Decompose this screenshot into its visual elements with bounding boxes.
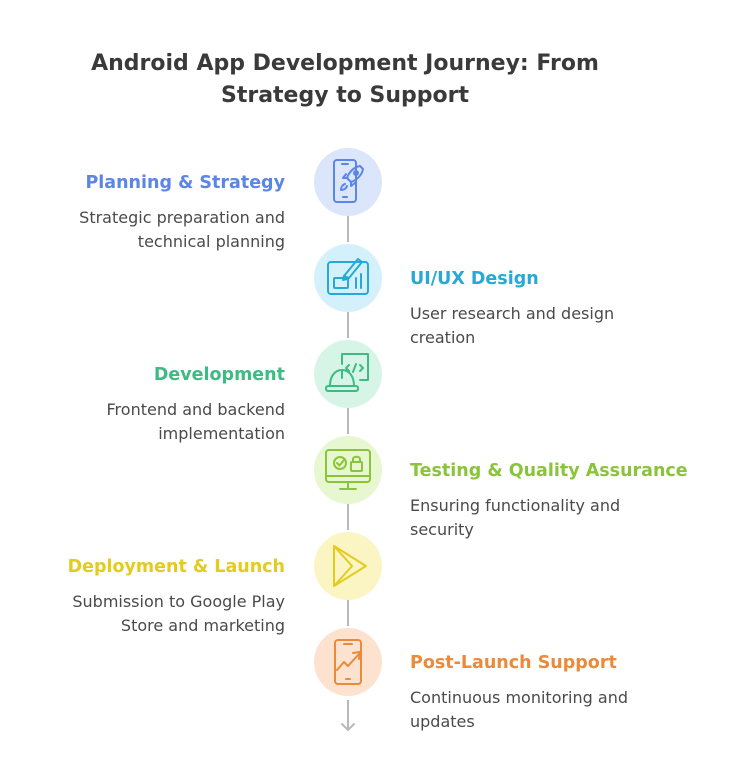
play-store-icon bbox=[333, 545, 367, 587]
desc-line: technical planning bbox=[137, 232, 285, 251]
desc-line: Strategic preparation and bbox=[79, 208, 285, 227]
step-circle-uiux bbox=[314, 244, 382, 312]
desc-line: updates bbox=[410, 712, 475, 731]
connector-line bbox=[347, 408, 349, 434]
phone-growth-chart-icon bbox=[334, 639, 362, 685]
step-desc-uiux: User research and design creation bbox=[410, 302, 614, 350]
desc-line: Store and marketing bbox=[120, 616, 285, 635]
monitor-check-lock-icon bbox=[325, 449, 371, 490]
desc-line: implementation bbox=[158, 424, 285, 443]
step-title-testing: Testing & Quality Assurance bbox=[410, 461, 688, 481]
step-title-post-launch: Post-Launch Support bbox=[410, 653, 617, 673]
connector-line bbox=[347, 504, 349, 530]
desc-line: creation bbox=[410, 328, 476, 347]
step-circle-testing bbox=[314, 436, 382, 504]
step-desc-development: Frontend and backend implementation bbox=[107, 398, 285, 446]
step-title-development: Development bbox=[153, 365, 285, 385]
connector-line bbox=[347, 312, 349, 338]
step-circle-development bbox=[314, 340, 382, 408]
design-tablet-icon bbox=[327, 258, 369, 295]
down-arrow-icon bbox=[341, 700, 355, 731]
title-line-2: Strategy to Support bbox=[220, 83, 469, 108]
step-title-uiux: UI/UX Design bbox=[410, 269, 539, 289]
step-title-planning: Planning & Strategy bbox=[85, 173, 285, 193]
desc-line: security bbox=[410, 520, 474, 539]
step-circle-post-launch bbox=[314, 628, 382, 696]
phone-rocket-icon bbox=[333, 159, 364, 203]
title-line-1: Android App Development Journey: From bbox=[91, 51, 599, 76]
desc-line: Ensuring functionality and bbox=[410, 496, 621, 515]
step-title-deployment: Deployment & Launch bbox=[67, 557, 285, 577]
code-helmet-icon bbox=[325, 353, 369, 392]
step-desc-planning: Strategic preparation and technical plan… bbox=[79, 206, 285, 254]
desc-line: Frontend and backend bbox=[106, 400, 285, 419]
step-circle-planning bbox=[314, 148, 382, 216]
step-desc-testing: Ensuring functionality and security bbox=[410, 494, 620, 542]
desc-line: User research and design bbox=[410, 304, 615, 323]
desc-line: Continuous monitoring and bbox=[410, 688, 628, 707]
diagram-title: Android App Development Journey: From St… bbox=[0, 48, 690, 112]
step-circle-deployment bbox=[314, 532, 382, 600]
connector-line bbox=[347, 600, 349, 626]
step-desc-post-launch: Continuous monitoring and updates bbox=[410, 686, 628, 734]
connector-line bbox=[347, 216, 349, 242]
desc-line: Submission to Google Play bbox=[72, 592, 285, 611]
step-desc-deployment: Submission to Google Play Store and mark… bbox=[72, 590, 285, 638]
